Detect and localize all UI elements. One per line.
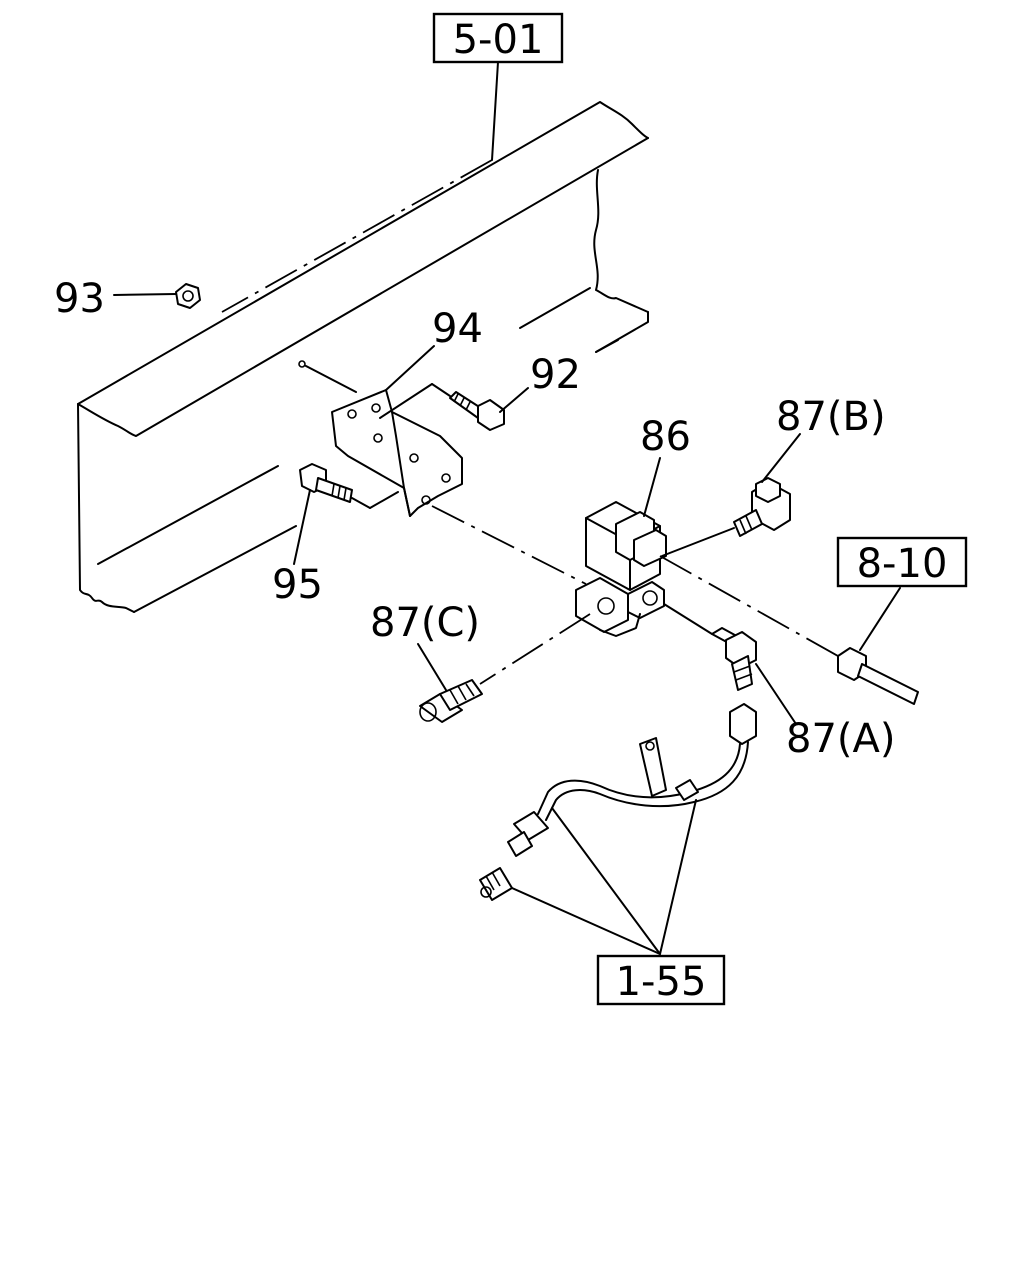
ref-box-hose[interactable]: 1-55 (596, 954, 726, 1006)
label-86: 86 (640, 414, 691, 460)
ref-hose-text: 1-55 (616, 959, 707, 1005)
bolt-95 (299, 463, 353, 503)
fitting-87a-axis (663, 603, 713, 635)
harness-connector (837, 647, 919, 705)
label-93: 93 (54, 276, 105, 322)
label-92: 92 (530, 352, 581, 398)
leader-harness (859, 587, 901, 651)
ref-box-frame[interactable]: 5-01 (432, 12, 564, 64)
label-87b: 87(B) (776, 394, 886, 440)
leader-87a (755, 663, 797, 725)
frame-rail (77, 101, 649, 613)
nut-93 (175, 283, 201, 309)
leader-94 (385, 345, 435, 391)
bracket-axis (305, 365, 357, 393)
bolt-92-axis (379, 383, 433, 419)
fitting-87c (419, 679, 483, 723)
bolt-92 (449, 391, 505, 431)
label-94: 94 (432, 306, 483, 352)
bolt-95-axis-b (369, 491, 399, 509)
leader-86 (643, 457, 661, 517)
label-95: 95 (272, 562, 323, 608)
hose-assembly (479, 703, 757, 901)
ref-harness-text: 8-10 (857, 541, 948, 587)
mount-centerline (431, 505, 587, 585)
pin-mark (298, 360, 306, 368)
frame-centerline (221, 159, 493, 313)
bolt-95-axis (351, 497, 371, 509)
fitting-87b (733, 477, 791, 537)
frame-leader (491, 61, 499, 161)
bracket-94 (331, 389, 463, 517)
leader-87c (417, 643, 447, 691)
ref-frame-text: 5-01 (453, 17, 544, 63)
label-87c: 87(C) (370, 600, 480, 646)
label-87a: 87(A) (786, 716, 895, 762)
leader-95 (293, 489, 311, 565)
bolt-92-axis-b (431, 383, 451, 397)
leader-87b (761, 433, 801, 483)
leader-92 (499, 387, 529, 413)
harness-centerline (659, 555, 839, 657)
valve-86 (575, 501, 667, 637)
ref-box-harness[interactable]: 8-10 (836, 536, 968, 588)
fitting-87a (711, 627, 757, 691)
hose-leaders (511, 799, 697, 955)
fitting-87b-axis (661, 527, 735, 557)
fitting-87c-centerline (479, 613, 591, 685)
leader-93 (113, 293, 177, 296)
